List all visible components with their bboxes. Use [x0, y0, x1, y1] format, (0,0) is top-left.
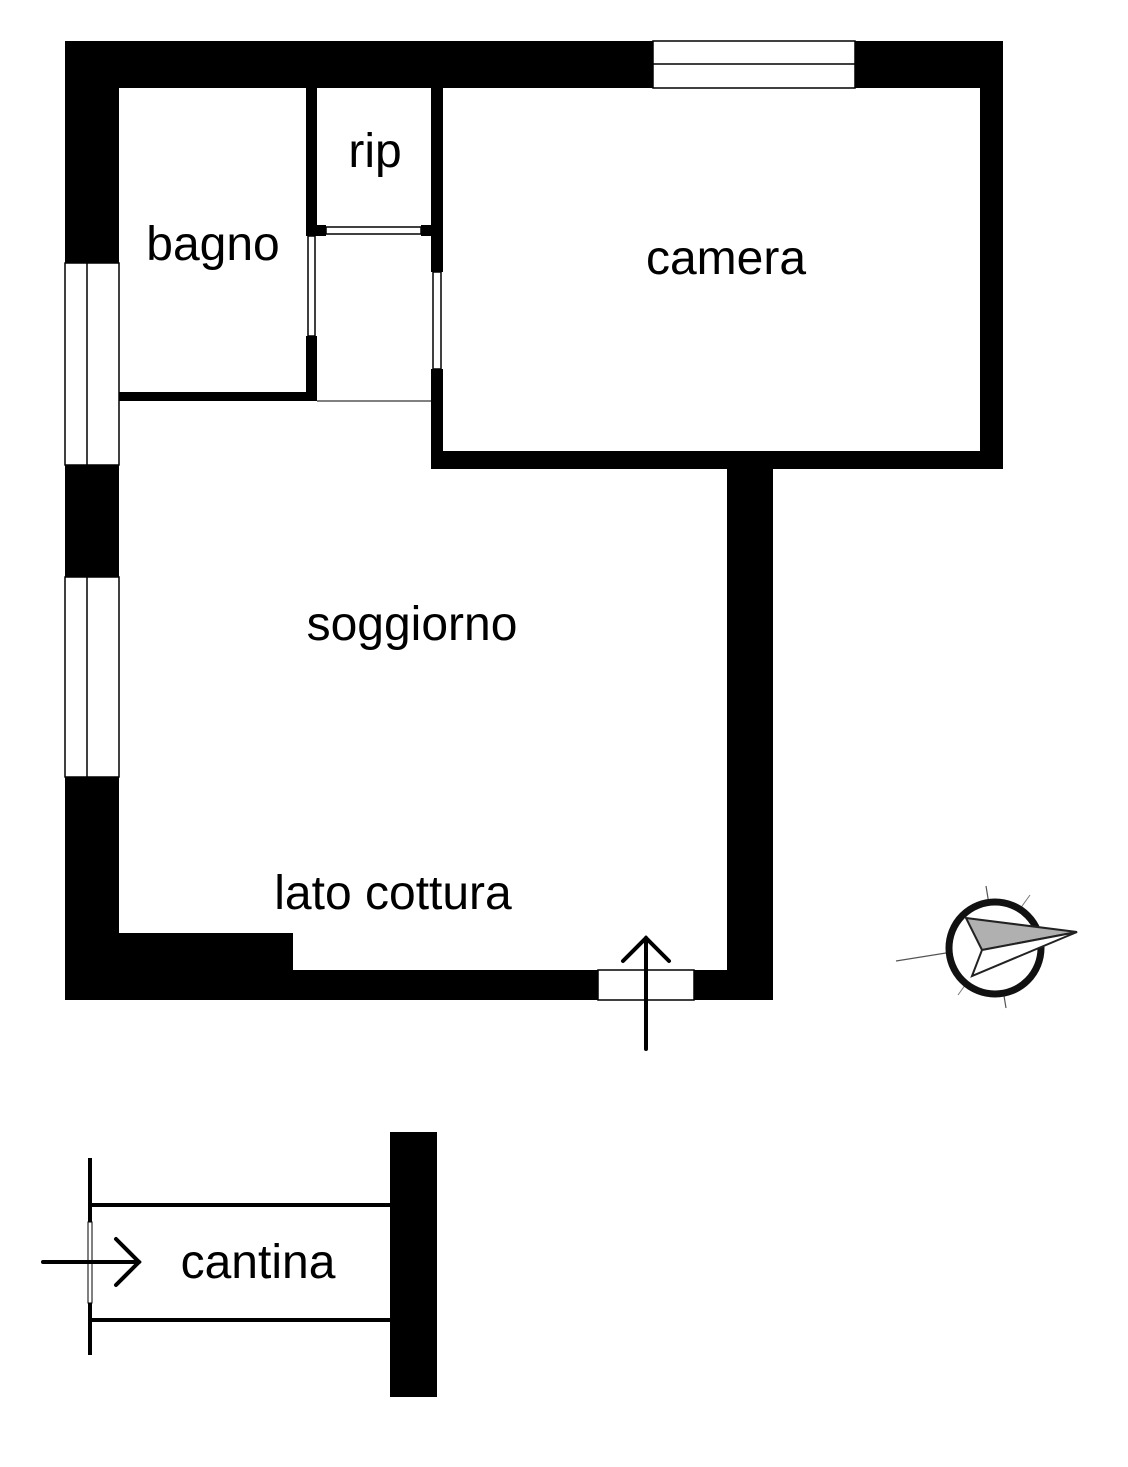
door-bagno [307, 235, 316, 337]
openings [64, 40, 856, 1001]
wall-soggiorno-right [727, 451, 773, 1000]
arrow-up-icon [621, 935, 671, 1051]
wall-camera-right [980, 41, 1003, 469]
label-lato-cottura: lato cottura [274, 867, 512, 920]
arrow-right-head [114, 1237, 142, 1287]
wall-rip-bottom-left [306, 225, 326, 236]
label-soggiorno: soggiorno [307, 598, 518, 651]
arrow-up-head [621, 935, 671, 963]
wall-bagno-right-lower [306, 336, 317, 401]
door-camera [432, 271, 442, 370]
window-left-lower [64, 576, 120, 778]
wall-top-left [65, 41, 653, 88]
arrow-right-icon [41, 1237, 142, 1287]
wall-bottom-right [694, 970, 773, 1000]
door-rip [325, 226, 422, 235]
wall-left-top [65, 41, 119, 263]
interior-walls [87, 88, 443, 469]
label-bagno: bagno [146, 218, 279, 271]
kitchen-counter-block [65, 933, 293, 1000]
wall-left-mid [65, 465, 119, 577]
wall-top-right [855, 41, 1003, 88]
label-cantina: cantina [181, 1236, 336, 1289]
label-rip: rip [348, 125, 401, 178]
wall-bagno-right-upper [306, 88, 317, 236]
cantina-back-wall [390, 1132, 437, 1397]
compass-icon [895, 885, 1078, 1009]
exterior-walls [65, 41, 1003, 1000]
wall-camera-bottom [431, 451, 1003, 469]
wall-camera-left-upper [431, 88, 443, 272]
label-camera: camera [646, 232, 806, 285]
compass-needle-tail [970, 931, 1078, 978]
wall-bagno-bottom [87, 392, 317, 401]
window-left-upper [64, 262, 120, 466]
wall-camera-left-lower [431, 369, 443, 469]
